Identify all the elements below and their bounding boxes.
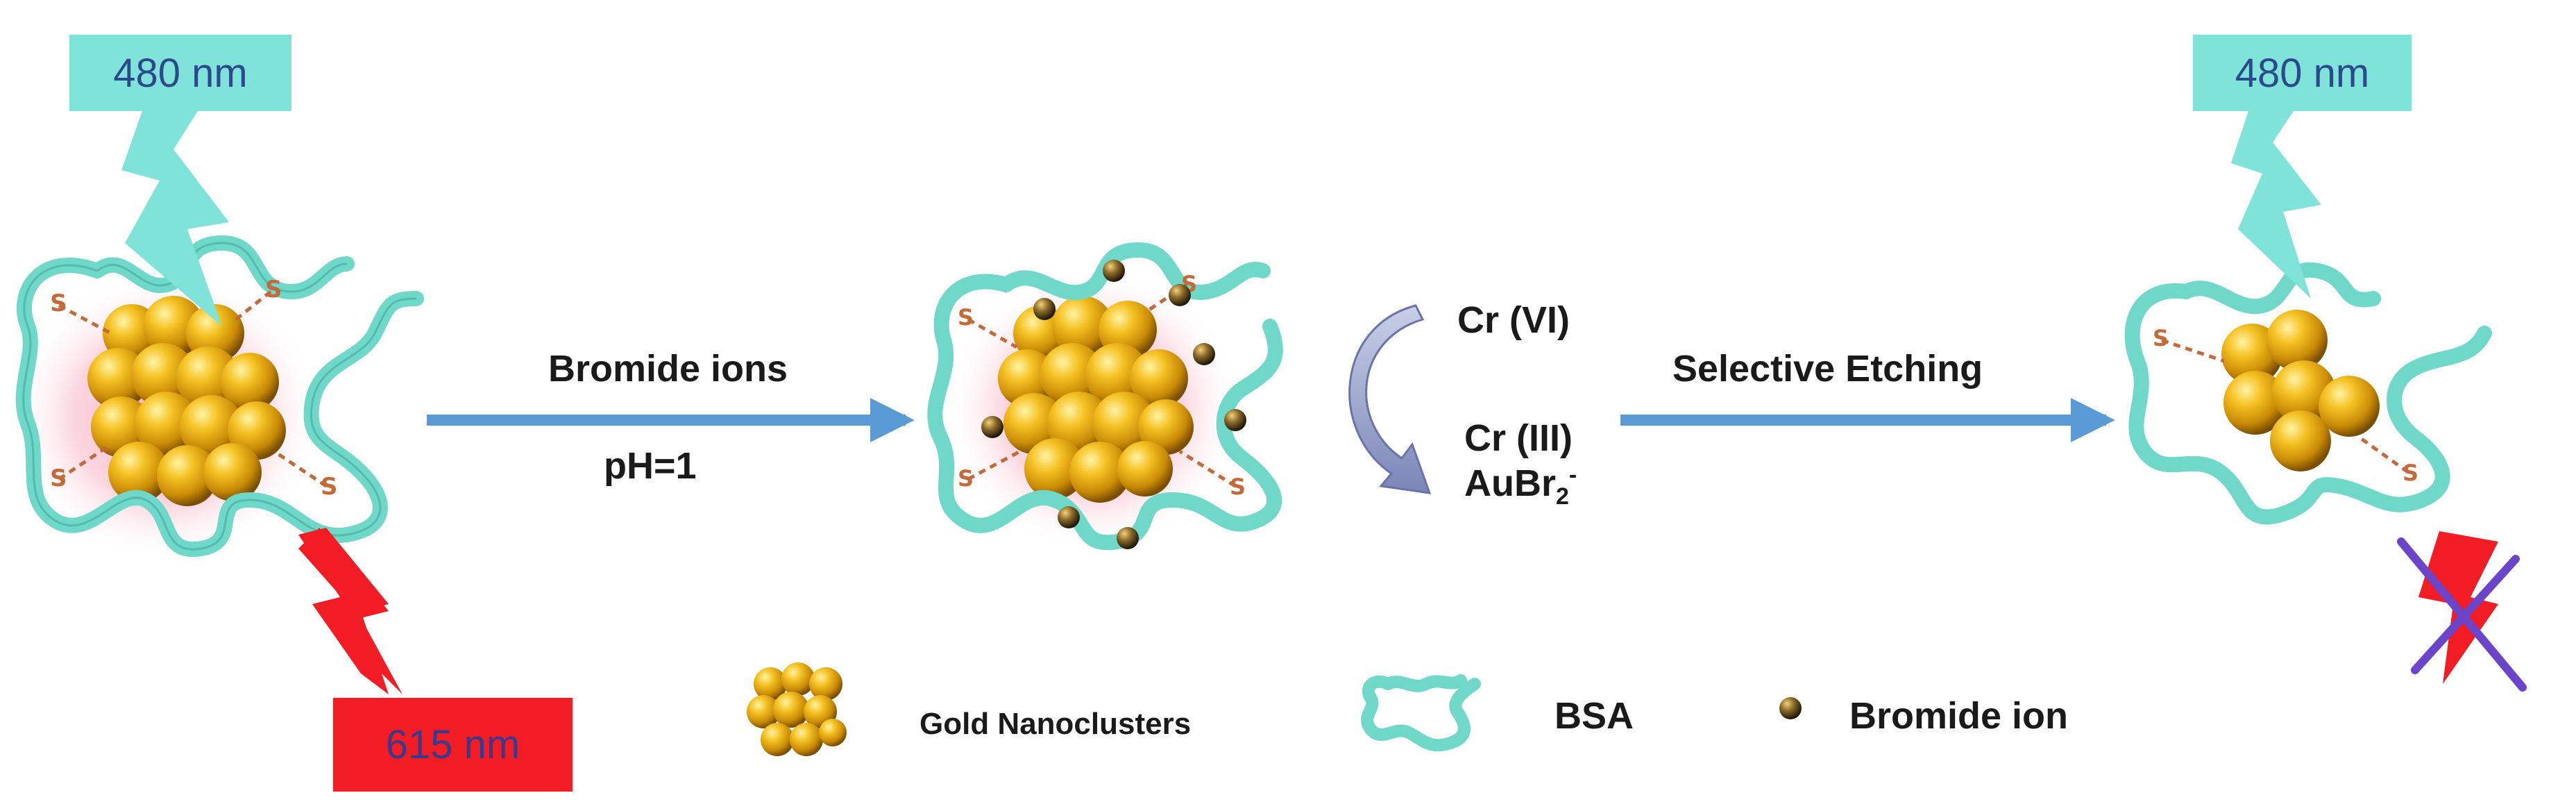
svg-text:S: S <box>265 276 282 303</box>
middle-gold-nanocluster <box>998 296 1194 503</box>
redox-gold-species-label: AuBr2- <box>1464 462 1577 510</box>
redox-curve-arrow <box>1348 304 1432 494</box>
step1-condition-label: pH=1 <box>604 445 697 487</box>
right-excitation-label: 480 nm <box>2235 50 2370 96</box>
right-nanocluster-assembly: S S <box>2124 262 2492 525</box>
right-excitation-lightning <box>2231 111 2321 299</box>
left-gold-nanocluster <box>87 296 286 506</box>
emission-label: 615 nm <box>385 722 520 767</box>
right-disulfide-bonds <box>2161 338 2409 474</box>
middle-nanocluster-assembly: S S S S <box>927 242 1283 552</box>
redox-product-label: Cr (III) <box>1464 417 1573 459</box>
middle-bsa-chain <box>927 242 1283 551</box>
svg-text:S: S <box>2403 460 2418 486</box>
right-bsa-chain <box>2124 262 2492 525</box>
step2-etching-label: Selective Etching <box>1672 348 1983 390</box>
right-gold-nanocluster <box>2221 310 2380 471</box>
left-nanocluster-assembly: S S S S <box>10 235 424 562</box>
left-excitation-lightning <box>121 111 229 326</box>
emission-box: 615 nm <box>333 698 573 792</box>
left-excitation-label: 480 nm <box>113 50 248 96</box>
middle-bromide-ions <box>981 260 1246 549</box>
svg-text:S: S <box>50 465 67 492</box>
middle-disulfide-bonds <box>967 283 1237 488</box>
legend-bromide-icon <box>1779 697 1802 719</box>
quench-cross-line-2 <box>2411 555 2520 674</box>
svg-text:S: S <box>958 304 974 331</box>
redox-oxidant-label: Cr (VI) <box>1457 299 1570 341</box>
legend-bromide-label: Bromide ion <box>1849 695 2069 737</box>
step1-reagent-label: Bromide ions <box>548 348 788 390</box>
right-excitation-box: 480 nm <box>2193 35 2412 111</box>
legend-bsa-icon <box>1361 674 1481 752</box>
svg-text:S: S <box>50 290 67 317</box>
left-excitation-box: 480 nm <box>69 35 291 111</box>
legend-bsa-label: BSA <box>1554 695 1634 737</box>
svg-text:S: S <box>958 465 974 492</box>
legend-gold-label: Gold Nanoclusters <box>920 707 1192 741</box>
quenched-emission <box>2397 531 2527 692</box>
svg-text:S: S <box>321 473 338 501</box>
legend-gold-icon <box>747 662 847 756</box>
left-excitation-indicator <box>121 111 229 326</box>
left-disulfide-bonds <box>58 290 328 488</box>
svg-text:S: S <box>2153 325 2169 351</box>
svg-text:S: S <box>1230 474 1246 500</box>
